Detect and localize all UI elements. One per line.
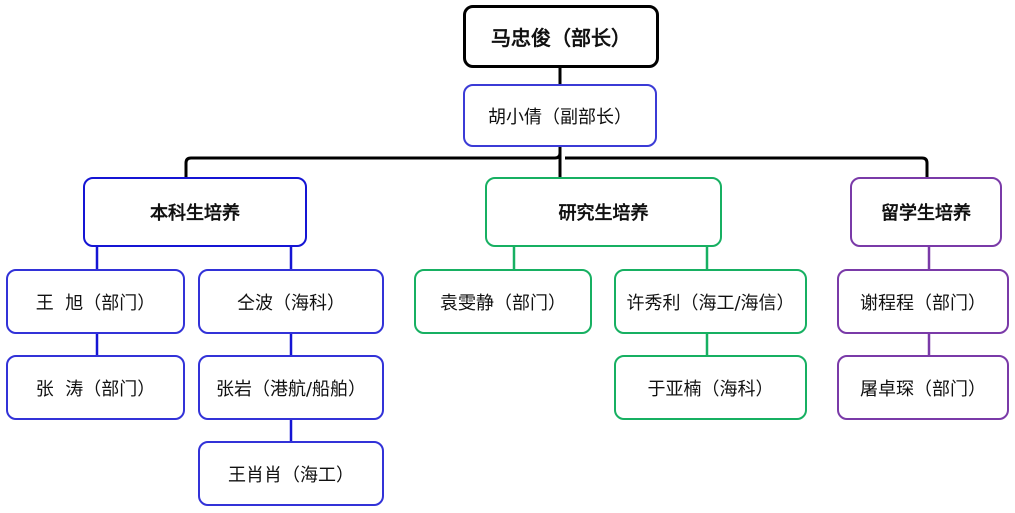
head-label: 马忠俊（部长） [491, 26, 631, 50]
member-label: 王 旭（部门） [35, 292, 156, 314]
undergrad-member-node: 仝波（海科） [198, 269, 384, 334]
undergrad-member-node: 张岩（港航/船舶） [198, 355, 384, 420]
member-label: 张岩（港航/船舶） [215, 378, 367, 400]
member-label: 许秀利（海工/海信） [626, 292, 795, 314]
deputy-label: 胡小倩（副部长） [488, 106, 632, 128]
undergrad-title: 本科生培养 [150, 203, 240, 224]
undergrad-member-node: 张 涛（部门） [6, 355, 185, 420]
graduate-title: 研究生培养 [558, 203, 649, 224]
undergrad-member-node: 王 旭（部门） [6, 269, 185, 334]
member-label: 谢程程（部门） [860, 292, 986, 314]
member-label: 王肖肖（海工） [228, 464, 354, 486]
line-branch-bracket [184, 147, 929, 177]
member-label: 袁雯静（部门） [440, 292, 566, 314]
intl-node: 留学生培养 [850, 177, 1002, 247]
undergrad-member-node: 王肖肖（海工） [198, 441, 384, 506]
undergrad-node: 本科生培养 [83, 177, 307, 247]
intl-member-node: 屠卓琛（部门） [837, 355, 1009, 420]
graduate-member-node: 袁雯静（部门） [414, 269, 592, 334]
graduate-member-node: 于亚楠（海科） [614, 355, 807, 420]
graduate-node: 研究生培养 [485, 177, 722, 247]
intl-member-node: 谢程程（部门） [837, 269, 1009, 334]
member-label: 张 涛（部门） [35, 378, 156, 400]
head-node: 马忠俊（部长） [463, 5, 659, 68]
member-label: 屠卓琛（部门） [860, 378, 986, 400]
intl-title: 留学生培养 [881, 203, 971, 224]
graduate-member-node: 许秀利（海工/海信） [614, 269, 807, 334]
deputy-node: 胡小倩（副部长） [463, 84, 657, 147]
member-label: 仝波（海科） [237, 292, 345, 314]
member-label: 于亚楠（海科） [647, 378, 774, 400]
